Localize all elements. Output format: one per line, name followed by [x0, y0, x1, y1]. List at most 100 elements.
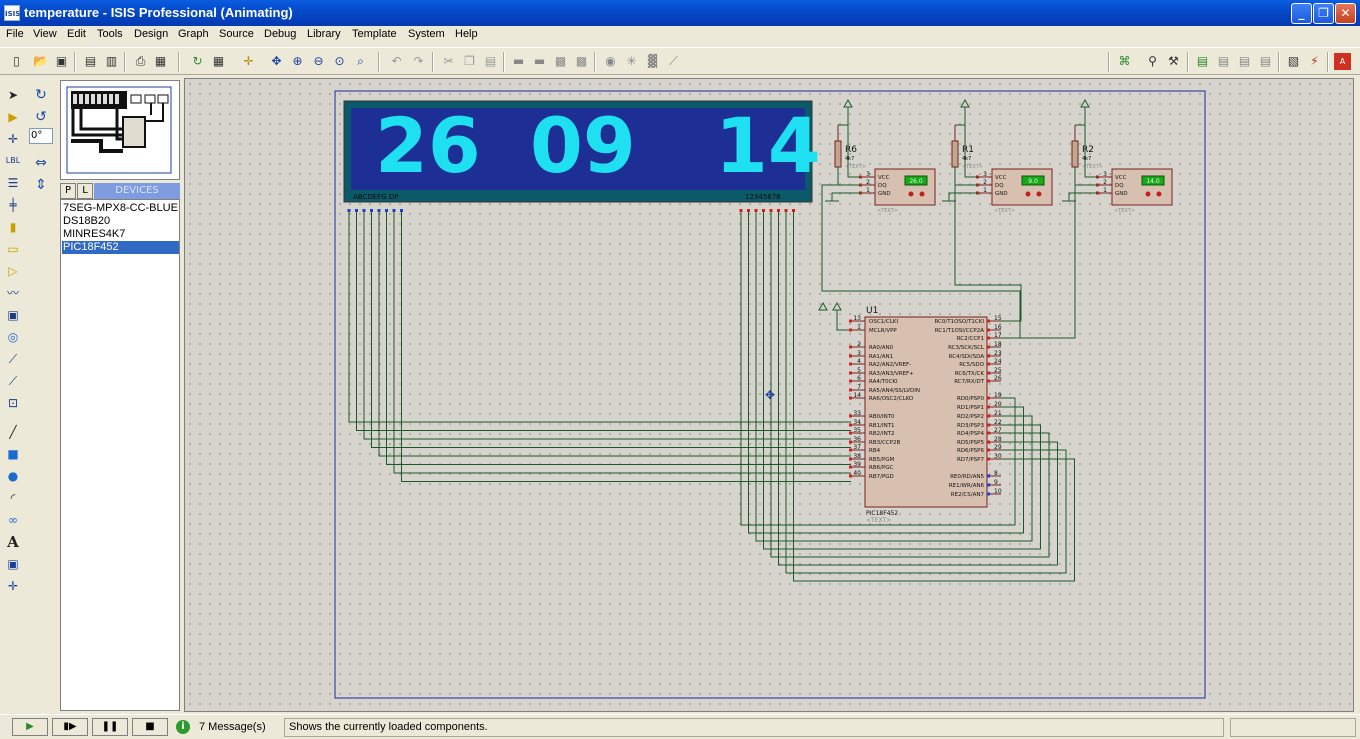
- selection-mode-icon[interactable]: ➤: [7, 88, 19, 102]
- device-list-item-selected[interactable]: PIC18F452: [62, 241, 179, 254]
- zoom-in-icon[interactable]: ⊕: [292, 54, 303, 68]
- menu-file[interactable]: File: [6, 28, 24, 40]
- remove-sheet-icon[interactable]: ▤: [1217, 54, 1230, 68]
- menu-debug[interactable]: Debug: [264, 28, 297, 40]
- rotate-anticlockwise-icon[interactable]: ↺: [35, 109, 47, 125]
- export-section-icon[interactable]: ▥: [105, 54, 118, 68]
- menu-system[interactable]: System: [408, 28, 445, 40]
- new-sheet-icon[interactable]: ▤: [1196, 54, 1209, 68]
- device-list-item[interactable]: DS18B20: [63, 215, 111, 227]
- zoom-child-icon[interactable]: ▤: [1259, 54, 1272, 68]
- block-delete-icon[interactable]: ▩: [575, 54, 588, 68]
- undo-icon[interactable]: ↶: [391, 54, 402, 68]
- sensor-up-button-icon[interactable]: [1145, 191, 1151, 197]
- line-icon[interactable]: ╱: [9, 425, 17, 439]
- junction-dot-icon[interactable]: ✛: [7, 132, 19, 146]
- virtual-instruments-icon[interactable]: ⊡: [7, 396, 19, 410]
- device-list-item[interactable]: 7SEG-MPX8-CC-BLUE: [63, 202, 178, 214]
- pause-button[interactable]: ❚❚: [92, 718, 128, 736]
- sensor-down-button-icon[interactable]: [1156, 191, 1162, 197]
- generator-icon[interactable]: ◎: [7, 330, 19, 344]
- voltage-probe-icon[interactable]: ⟋: [8, 352, 18, 366]
- new-file-icon[interactable]: ▯: [13, 54, 20, 68]
- netlist-to-ares-icon[interactable]: A: [1334, 53, 1351, 70]
- title-bar[interactable]: ISIS temperature - ISIS Professional (An…: [0, 0, 1360, 26]
- sensor-up-button-icon[interactable]: [1025, 191, 1031, 197]
- print-icon[interactable]: ⎙: [135, 54, 146, 68]
- zoom-area-icon[interactable]: ⌕: [357, 54, 364, 68]
- current-probe-icon[interactable]: ⟋: [8, 374, 18, 388]
- marker-icon[interactable]: ✛: [7, 579, 19, 593]
- library-manager-button[interactable]: L: [77, 183, 93, 199]
- subcircuit-icon[interactable]: ▮: [9, 220, 17, 234]
- text-script-icon[interactable]: ☰: [7, 176, 19, 190]
- stop-button[interactable]: ■: [132, 718, 168, 736]
- menu-design[interactable]: Design: [134, 28, 169, 40]
- symbol-icon[interactable]: ▣: [7, 557, 19, 571]
- menu-source[interactable]: Source: [219, 28, 254, 40]
- menu-library[interactable]: Library: [307, 28, 341, 40]
- device-pins-icon[interactable]: ▷: [8, 264, 18, 278]
- step-button[interactable]: ▮▶: [52, 718, 88, 736]
- overview-window[interactable]: [60, 80, 180, 180]
- minimize-button[interactable]: _: [1291, 3, 1312, 24]
- sensor-up-button-icon[interactable]: [908, 191, 914, 197]
- block-copy-icon[interactable]: ▬: [512, 54, 525, 68]
- tape-recorder-icon[interactable]: ▣: [7, 308, 19, 322]
- wire-autorouter-icon[interactable]: ⌘: [1118, 54, 1131, 68]
- sensor-down-button-icon[interactable]: [919, 191, 925, 197]
- menu-view[interactable]: View: [33, 28, 57, 40]
- device-list-item[interactable]: MINRES4K7: [63, 228, 126, 240]
- origin-icon[interactable]: ✛: [243, 54, 254, 68]
- menu-graph[interactable]: Graph: [178, 28, 209, 40]
- wire-label-icon[interactable]: LBL: [5, 156, 21, 165]
- arc-icon[interactable]: ◜: [10, 491, 16, 505]
- graph-icon[interactable]: 〰: [6, 286, 19, 300]
- circle-icon[interactable]: ●: [7, 469, 19, 483]
- bus-icon[interactable]: ╪: [9, 198, 17, 212]
- ds18b20-sensor[interactable]: [1111, 168, 1173, 206]
- redraw-icon[interactable]: ↻: [192, 54, 203, 68]
- ds18b20-sensor[interactable]: [874, 168, 936, 206]
- text-icon[interactable]: A: [7, 533, 19, 551]
- path-icon[interactable]: ∞: [8, 513, 18, 527]
- decompose-icon[interactable]: ⟋: [669, 54, 678, 68]
- menu-help[interactable]: Help: [455, 28, 478, 40]
- electrical-rules-icon[interactable]: ⚡: [1310, 54, 1319, 68]
- cut-icon[interactable]: ✂: [443, 54, 454, 68]
- menu-edit[interactable]: Edit: [67, 28, 86, 40]
- zoom-all-icon[interactable]: ⊙: [334, 54, 345, 68]
- print-area-icon[interactable]: ▦: [154, 54, 167, 68]
- message-count[interactable]: 7 Message(s): [199, 721, 266, 733]
- property-tool-icon[interactable]: ⚒: [1168, 54, 1179, 68]
- copy-icon[interactable]: ❐: [464, 54, 475, 68]
- box-icon[interactable]: ■: [7, 447, 19, 461]
- search-tag-icon[interactable]: ⚲: [1148, 54, 1157, 68]
- packaging-icon[interactable]: ▓: [647, 54, 658, 68]
- rotation-angle-input[interactable]: 0°: [29, 128, 53, 144]
- sensor-down-button-icon[interactable]: [1036, 191, 1042, 197]
- save-icon[interactable]: ▣: [55, 54, 68, 68]
- block-move-icon[interactable]: ▬: [533, 54, 546, 68]
- redo-icon[interactable]: ↷: [413, 54, 424, 68]
- zoom-out-icon[interactable]: ⊖: [313, 54, 324, 68]
- mirror-x-icon[interactable]: ⇔: [35, 155, 47, 171]
- play-button[interactable]: ▶: [12, 718, 48, 736]
- restore-button[interactable]: ❐: [1313, 3, 1334, 24]
- rotate-clockwise-icon[interactable]: ↻: [35, 87, 47, 103]
- pan-icon[interactable]: ✥: [271, 54, 282, 68]
- close-button[interactable]: ✕: [1335, 3, 1356, 24]
- mirror-y-icon[interactable]: ⇕: [35, 177, 47, 193]
- ds18b20-sensor[interactable]: [991, 168, 1053, 206]
- menu-tools[interactable]: Tools: [97, 28, 123, 40]
- bill-of-materials-icon[interactable]: ▧: [1287, 54, 1300, 68]
- block-rotate-icon[interactable]: ▩: [554, 54, 567, 68]
- make-device-icon[interactable]: ✳: [626, 54, 637, 68]
- component-mode-icon[interactable]: ▶: [8, 110, 18, 124]
- seven-segment-display[interactable]: 26 09 14 ABCDEFG DP 12345678: [343, 100, 821, 212]
